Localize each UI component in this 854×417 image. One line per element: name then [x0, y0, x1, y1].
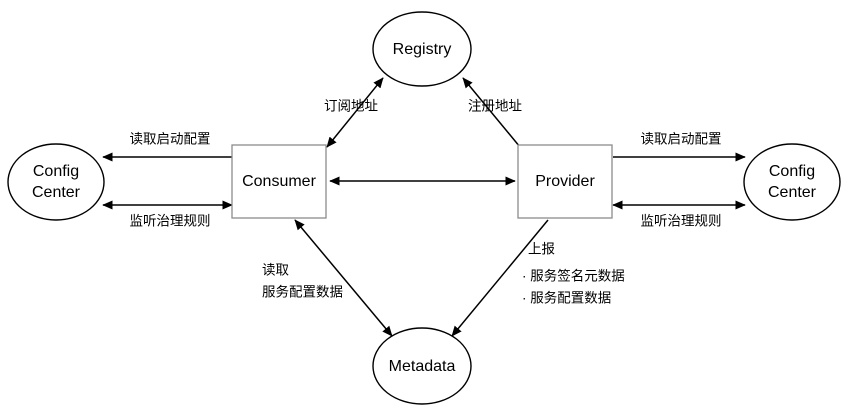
- edge-provider-configright-read-label: 读取启动配置: [641, 132, 722, 147]
- edge-consumer-registry-line: [326, 77, 384, 148]
- edge-consumer-configleft-listen: 监听治理规则: [102, 200, 233, 229]
- edge-provider-configright-listen: 监听治理规则: [612, 200, 746, 229]
- node-registry-shape[interactable]: [372, 11, 472, 87]
- edge-consumer-registry: 订阅地址: [324, 77, 384, 148]
- node-config-center-right-shape[interactable]: [743, 143, 841, 221]
- edge-provider-registry-label: 注册地址: [468, 99, 522, 114]
- node-consumer-shape[interactable]: [231, 144, 327, 219]
- node-config-center-left-label-line2: Center: [32, 184, 81, 201]
- node-provider-label: Provider: [535, 173, 595, 190]
- edge-provider-metadata-label-line1: 上报: [528, 242, 555, 257]
- edge-provider-configright-listen-label: 监听治理规则: [641, 214, 722, 229]
- edge-provider-metadata-label-line3: · 服务配置数据: [522, 291, 611, 306]
- edge-consumer-configleft-listen-label: 监听治理规则: [130, 214, 211, 229]
- edge-consumer-metadata-line: [294, 219, 393, 337]
- edge-provider-configright-read: 读取启动配置: [613, 132, 746, 162]
- edge-provider-registry: 注册地址: [462, 77, 522, 148]
- edge-consumer-configleft-read-label: 读取启动配置: [130, 132, 211, 147]
- edge-provider-metadata-label-line2: · 服务签名元数据: [522, 268, 625, 284]
- edge-provider-metadata-line: [451, 219, 549, 337]
- node-config-center-right-label-line1: Config: [769, 163, 815, 180]
- node-config-center-right[interactable]: Config Center: [743, 143, 841, 221]
- node-registry-label: Registry: [393, 41, 452, 58]
- edge-consumer-metadata: 读取 服务配置数据: [262, 219, 393, 337]
- node-metadata[interactable]: Metadata: [372, 327, 472, 405]
- node-metadata-shape[interactable]: [372, 327, 472, 405]
- node-config-center-left-label-line1: Config: [33, 163, 79, 180]
- edge-consumer-metadata-label-line1: 读取: [262, 263, 289, 278]
- edge-consumer-metadata-label-line2: 服务配置数据: [262, 285, 343, 300]
- node-config-center-right-label-line2: Center: [768, 184, 817, 201]
- node-registry[interactable]: Registry: [372, 11, 472, 87]
- node-provider[interactable]: Provider: [517, 144, 613, 219]
- node-metadata-label: Metadata: [389, 358, 456, 375]
- edge-provider-registry-line: [462, 77, 521, 148]
- node-provider-shape[interactable]: [517, 144, 613, 219]
- node-config-center-left[interactable]: Config Center: [7, 143, 105, 221]
- node-consumer-label: Consumer: [242, 173, 316, 190]
- edge-provider-metadata: 上报 · 服务签名元数据 · 服务配置数据: [451, 219, 625, 337]
- edge-consumer-registry-label: 订阅地址: [324, 99, 378, 114]
- edge-consumer-configleft-read: 读取启动配置: [102, 132, 232, 162]
- node-consumer[interactable]: Consumer: [231, 144, 327, 219]
- node-config-center-left-shape[interactable]: [7, 143, 105, 221]
